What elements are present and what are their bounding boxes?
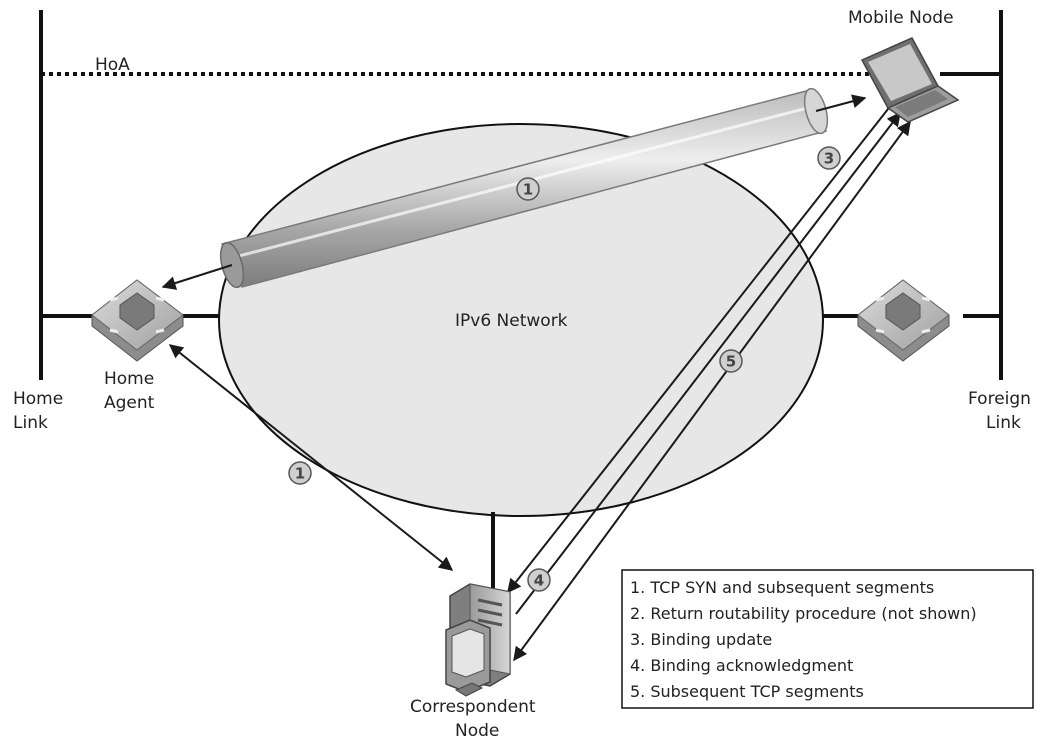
badge-binding-ack: 4 — [527, 568, 551, 592]
badge-tunnel-text: 1 — [523, 181, 533, 199]
ha-cn-arrow — [168, 344, 454, 571]
correspondent-node-label-line1: Correspondent — [410, 697, 536, 717]
badge-binding-update-text: 3 — [824, 150, 834, 168]
legend: 1. TCP SYN and subsequent segments 2. Re… — [621, 569, 1034, 709]
mobile-node-label: Mobile Node — [848, 8, 954, 28]
correspondent-node-label-line2: Node — [455, 721, 499, 741]
tcp-segments-arrow — [513, 120, 911, 662]
badge-ha-cn: 1 — [288, 461, 312, 485]
laptop-icon — [860, 37, 960, 123]
server-icon — [445, 583, 511, 697]
network-label: IPv6 Network — [455, 311, 568, 331]
tunnel-arrow-to-mobile — [815, 94, 867, 112]
badge-tunnel: 1 — [516, 177, 540, 201]
legend-item-4: 4. Binding acknowledgment — [630, 656, 853, 675]
home-link-label-line2: Link — [13, 413, 48, 433]
home-link-label-line1: Home — [13, 389, 63, 409]
home-agent-label-line2: Agent — [104, 393, 155, 413]
legend-item-3: 3. Binding update — [630, 630, 772, 649]
foreign-link-label-line2: Link — [986, 413, 1021, 433]
home-agent-router-icon — [91, 279, 184, 362]
legend-item-2: 2. Return routability procedure (not sho… — [630, 604, 977, 623]
legend-item-5: 5. Subsequent TCP segments — [630, 682, 864, 701]
badge-tcp-segments-text: 5 — [726, 353, 736, 371]
badge-ha-cn-text: 1 — [295, 465, 305, 483]
badge-tcp-segments: 5 — [719, 349, 743, 373]
tunnel-arrow-to-home-agent — [161, 264, 233, 290]
legend-item-1: 1. TCP SYN and subsequent segments — [630, 578, 934, 597]
badge-binding-ack-text: 4 — [534, 572, 544, 590]
badge-binding-update: 3 — [817, 146, 841, 170]
hoa-label: HoA — [95, 55, 130, 75]
home-agent-label-line1: Home — [104, 369, 154, 389]
foreign-link-label-line1: Foreign — [968, 389, 1031, 409]
foreign-router-icon — [857, 279, 950, 362]
